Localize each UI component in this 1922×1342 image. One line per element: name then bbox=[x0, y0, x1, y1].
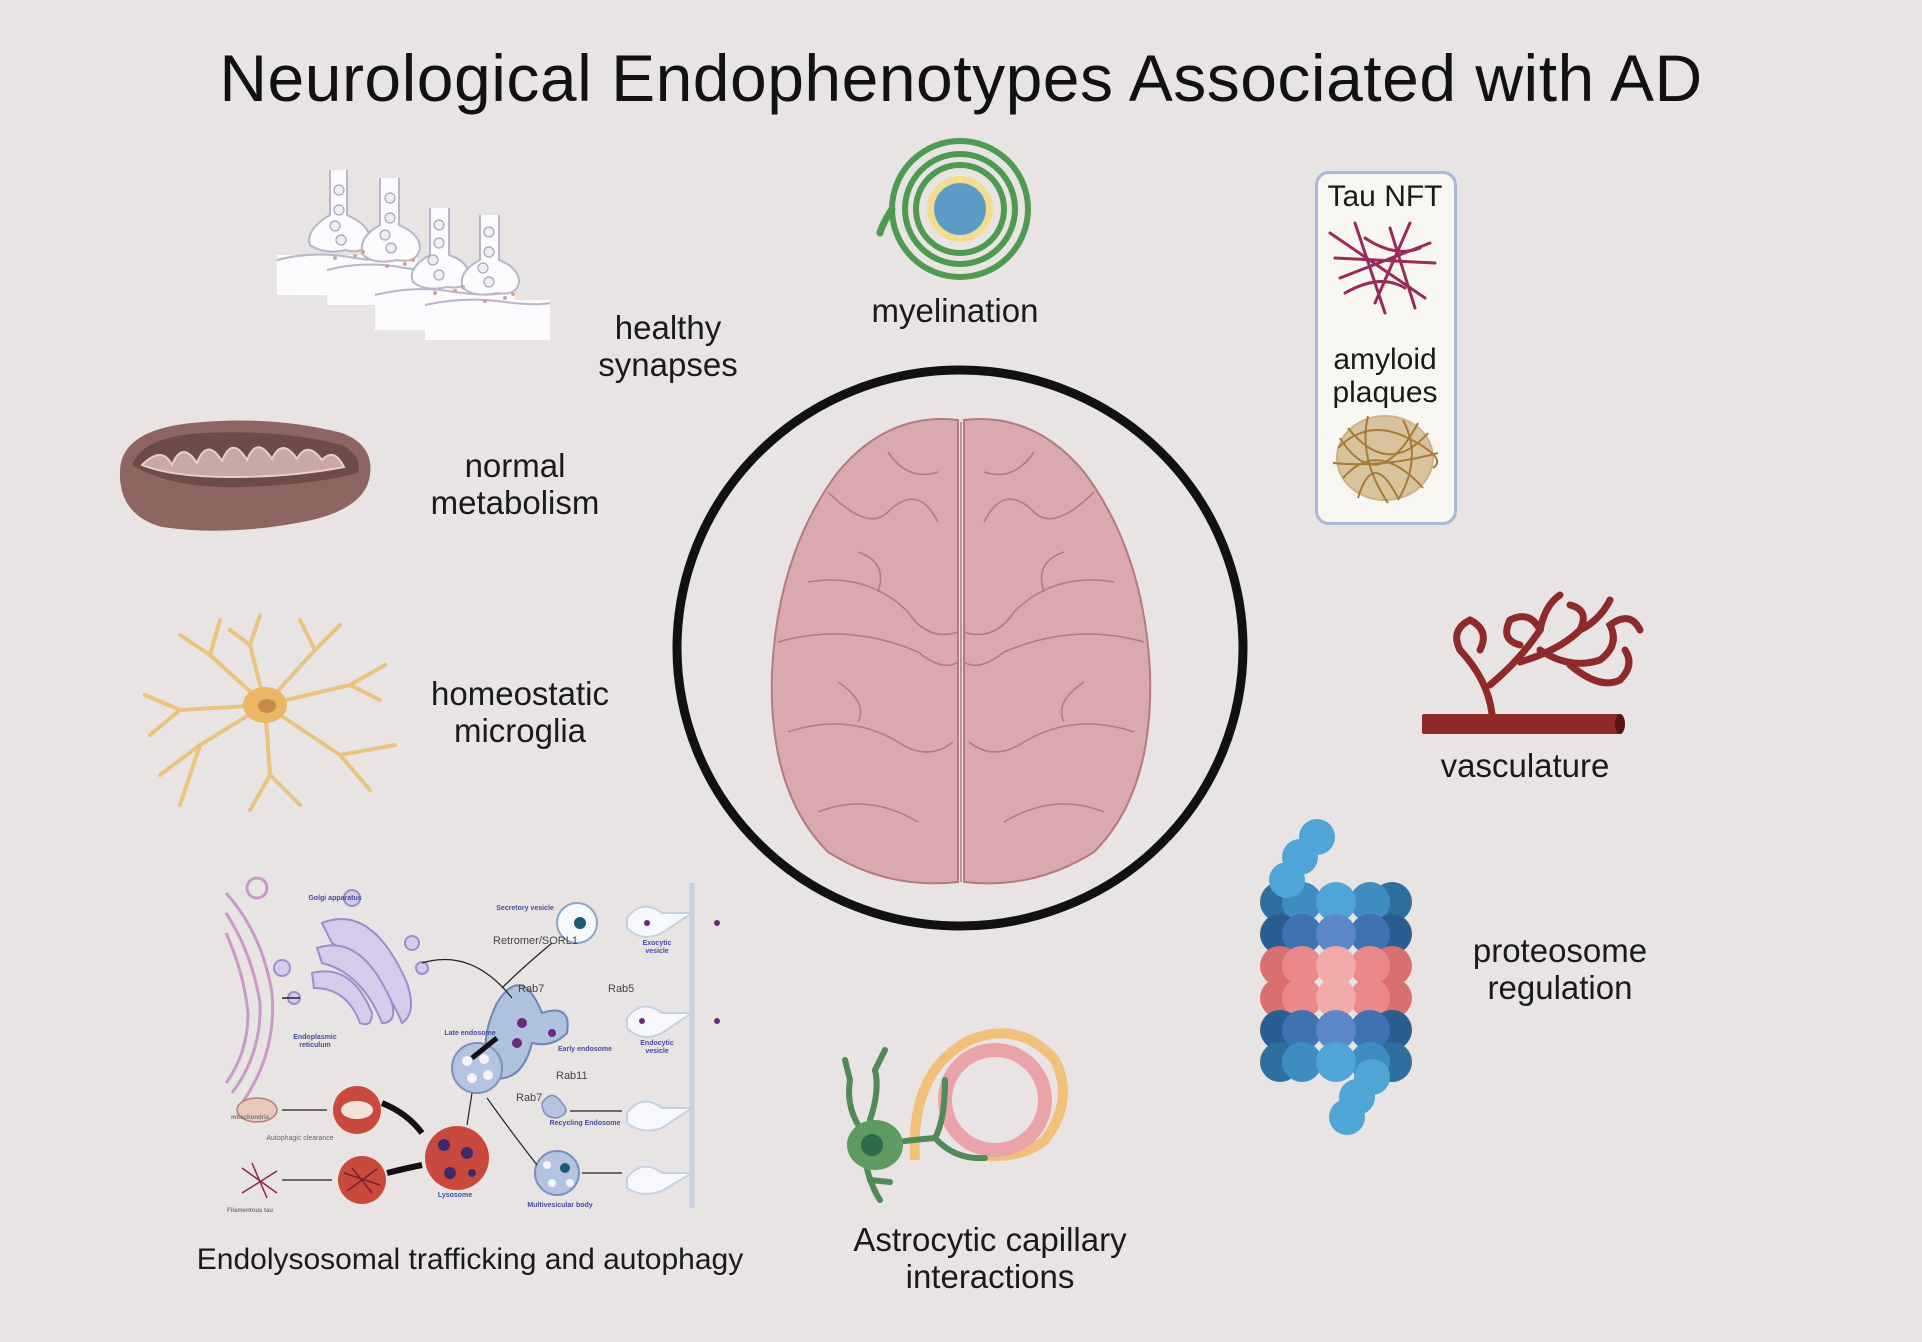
proteosome-label-line2: regulation bbox=[1487, 968, 1633, 1006]
proteasome-tail-bead bbox=[1269, 862, 1305, 898]
myelination-icon bbox=[876, 138, 1031, 280]
astrocyte-label-line1: Astrocytic capillary bbox=[853, 1221, 1127, 1258]
synapses-label-line2: synapses bbox=[598, 345, 738, 383]
mvb-label: Multivesicular body bbox=[527, 1202, 593, 1209]
proteasome-bead bbox=[1316, 946, 1356, 986]
filamentous-tau-label: Filamentous tau bbox=[226, 1208, 273, 1214]
synapses-label-line1: healthy bbox=[614, 309, 722, 346]
proteasome-bead bbox=[1316, 1010, 1356, 1050]
early-endosome-label: Early endosome bbox=[557, 1046, 613, 1053]
microglia-label-line2: microglia bbox=[453, 711, 587, 749]
rab7-bottom-label: Rab7 bbox=[516, 1092, 543, 1104]
vasculature-label: vasculature bbox=[1440, 747, 1610, 784]
astrocyte-capillary-icon bbox=[842, 1028, 1068, 1203]
astrocyte-label-line2: interactions bbox=[905, 1257, 1075, 1295]
mitochondrion-icon bbox=[119, 420, 371, 531]
tau-tangle-icon bbox=[1328, 221, 1437, 315]
rab7-top-label: Rab7 bbox=[518, 983, 545, 995]
amyloid-label-line2: plaques bbox=[1332, 376, 1438, 409]
proteasome-bead bbox=[1282, 1010, 1322, 1050]
endocytic-label: Endocytic vesicle bbox=[640, 1040, 674, 1055]
amyloid-plaque-icon bbox=[1332, 415, 1439, 504]
microglia-label: homeostatic microglia bbox=[410, 675, 630, 750]
endolysosomal-caption: Endolysosomal trafficking and autophagy bbox=[196, 1243, 744, 1276]
astrocyte-label: Astrocytic capillary interactions bbox=[820, 1221, 1160, 1296]
metabolism-label: normal metabolism bbox=[410, 447, 620, 522]
proteasome-bead bbox=[1282, 1042, 1322, 1082]
rab5-label: Rab5 bbox=[608, 983, 635, 995]
brain-ring bbox=[672, 365, 1248, 931]
proteasome-tail-bead bbox=[1329, 1099, 1365, 1135]
proteasome-bead bbox=[1350, 882, 1390, 922]
lysosome-label: Lysosome bbox=[437, 1192, 473, 1199]
golgi-label: Golgi apparatus bbox=[308, 895, 362, 902]
proteasome-bead bbox=[1350, 1010, 1390, 1050]
recycling-endosome-label: Recycling Endosome bbox=[549, 1120, 621, 1127]
tau-nft-label: Tau NFT bbox=[1327, 180, 1443, 213]
proteasome-bead bbox=[1316, 914, 1356, 954]
proteasome-bead bbox=[1316, 1042, 1356, 1082]
secretory-label: Secretory vesicle bbox=[496, 905, 554, 912]
proteasome-bead bbox=[1350, 914, 1390, 954]
exocytic-label: Exocytic vesicle bbox=[642, 940, 672, 955]
amyloid-label: amyloid plaques bbox=[1315, 343, 1455, 409]
er-label: Endoplasmic reticulum bbox=[293, 1034, 337, 1049]
amyloid-label-line1: amyloid bbox=[1333, 343, 1437, 376]
er-icon bbox=[224, 891, 275, 1104]
proteosome-label: proteosome regulation bbox=[1440, 932, 1680, 1007]
rab11-label: Rab11 bbox=[556, 1070, 588, 1082]
autophagic-clearance-label: Autophagic clearance bbox=[266, 1135, 334, 1142]
myelination-label: myelination bbox=[871, 292, 1039, 329]
metabolism-label-line1: normal bbox=[464, 447, 566, 484]
metabolism-label-line2: metabolism bbox=[430, 483, 600, 521]
vasculature-icon bbox=[1422, 591, 1644, 734]
proteasome-bead bbox=[1316, 882, 1356, 922]
proteasome-bead bbox=[1316, 978, 1356, 1018]
proteasome-bead bbox=[1350, 946, 1390, 986]
figure-title: Neurological Endophenotypes Associated w… bbox=[219, 41, 1703, 115]
synapses-label: healthy synapses bbox=[568, 309, 768, 384]
proteasome-icon bbox=[1260, 819, 1412, 1135]
late-endosome-label: Late endosome bbox=[444, 1030, 496, 1037]
endolysosomal-schematic bbox=[224, 876, 720, 1208]
retromer-label: Retromer/SORL1 bbox=[493, 935, 578, 947]
proteasome-bead bbox=[1350, 978, 1390, 1018]
synapses-icon bbox=[276, 170, 551, 340]
proteasome-bead bbox=[1282, 978, 1322, 1018]
proteasome-bead bbox=[1282, 914, 1322, 954]
mitochondria-label: mitochondria bbox=[230, 1115, 269, 1121]
microglia-icon bbox=[143, 613, 397, 812]
microglia-label-line1: homeostatic bbox=[431, 675, 609, 712]
golgi-icon bbox=[273, 889, 429, 1026]
proteasome-bead bbox=[1282, 946, 1322, 986]
proteosome-label-line1: proteosome bbox=[1472, 932, 1648, 969]
brain-icon bbox=[770, 418, 1152, 885]
